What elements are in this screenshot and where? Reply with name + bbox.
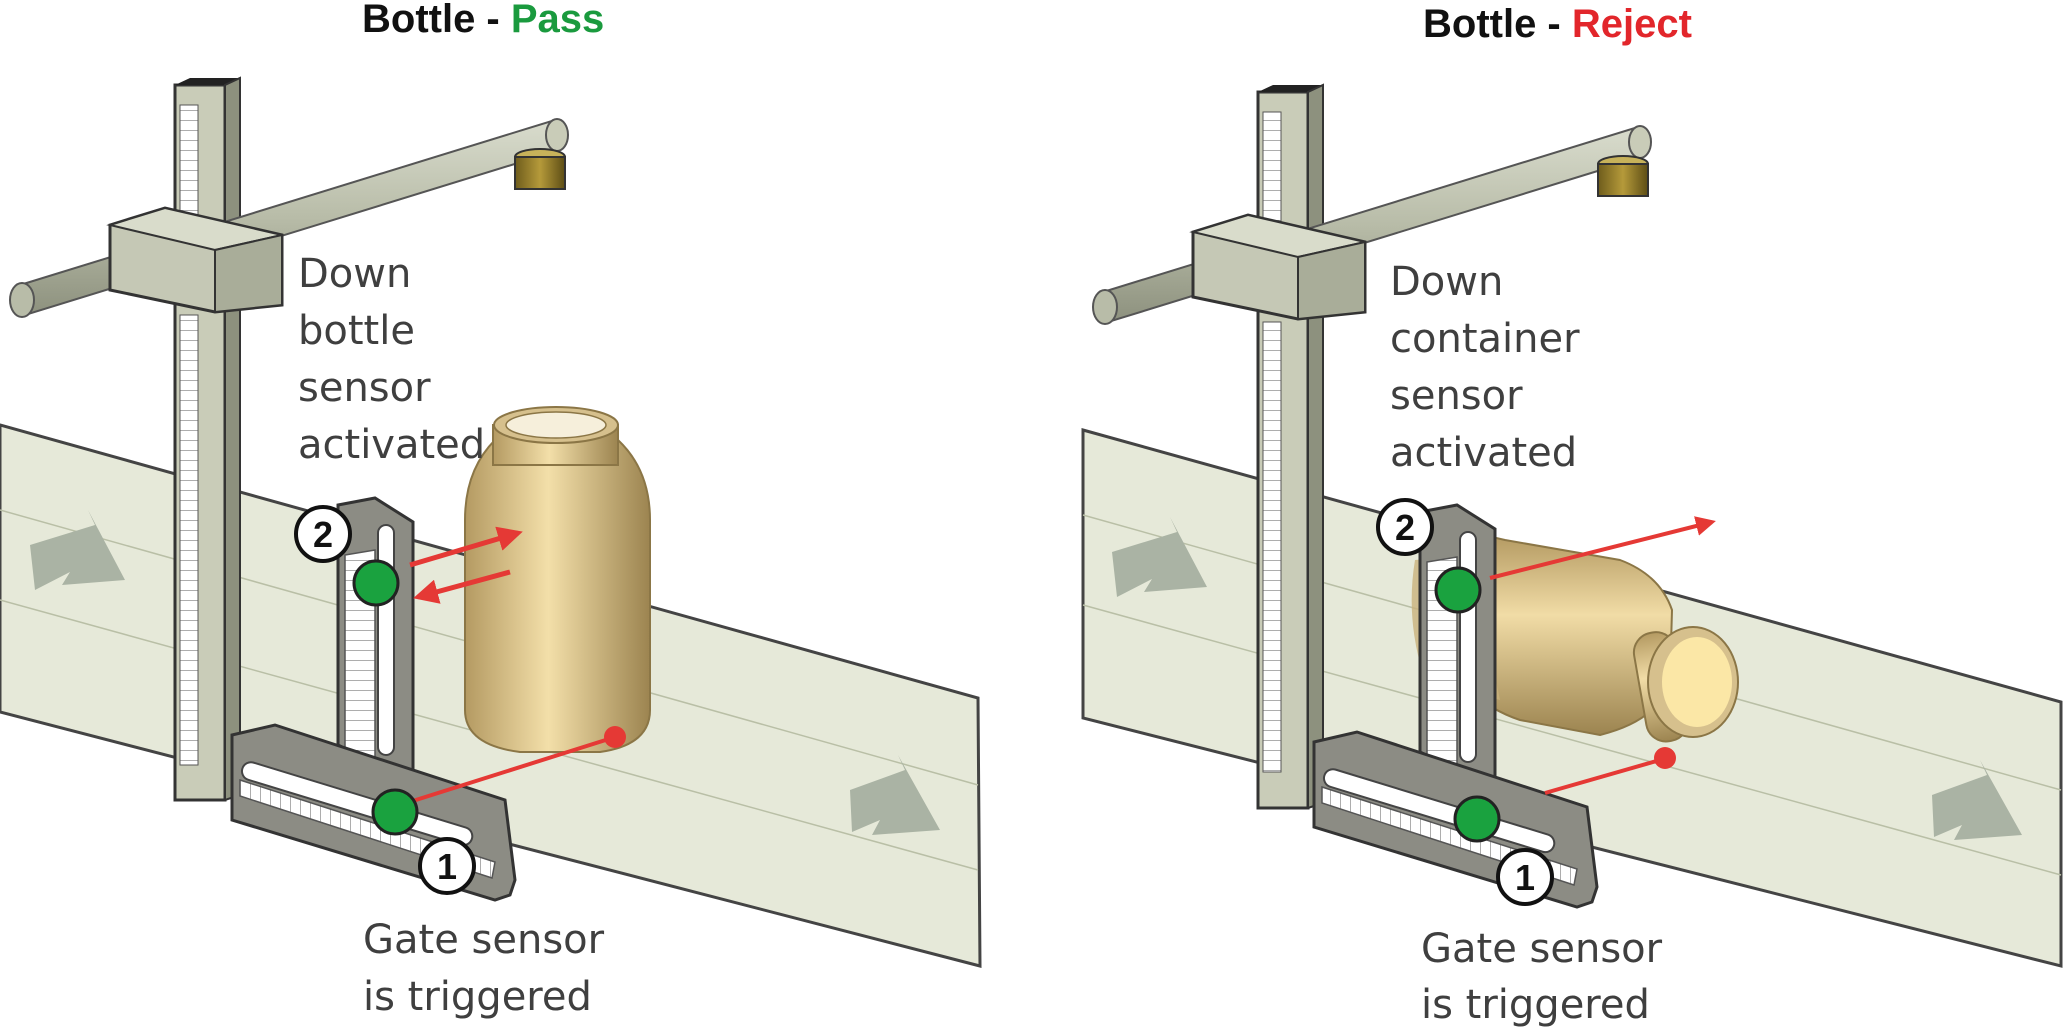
direction-arrow-icon	[1932, 760, 2022, 840]
gate-sensor-label: Gate sensor is triggered	[1421, 926, 1675, 1028]
direction-arrow-icon	[30, 510, 125, 590]
bottle-upright	[464, 406, 651, 753]
title-prefix: Bottle -	[362, 0, 511, 41]
down-sensor-icon	[1434, 566, 1482, 614]
beam-outgoing	[1489, 516, 1716, 580]
gate-sensor-label: Gate sensor is triggered	[363, 917, 617, 1020]
beam-reflector	[604, 726, 626, 748]
gate-beam	[399, 736, 613, 807]
overhead-rod	[1101, 125, 1645, 324]
panel-title: Bottle - Reject	[1423, 2, 1692, 46]
marker-2-label: 2	[313, 514, 333, 555]
panel-reject: Bottle - Reject	[1081, 2, 2063, 1028]
title-status-reject: Reject	[1572, 2, 1692, 46]
marker-2: 2	[294, 505, 352, 563]
marker-1-label: 1	[437, 846, 457, 887]
marker-1: 1	[1496, 848, 1554, 906]
down-sensor-label: Down bottle sensor activated	[298, 251, 485, 468]
gate-beam	[1544, 758, 1661, 795]
title-prefix: Bottle -	[1423, 2, 1572, 46]
panel-pass: Bottle - Pass	[0, 0, 982, 1020]
marker-1: 1	[418, 837, 476, 895]
direction-arrow-icon	[850, 755, 940, 835]
overhead-rod	[18, 118, 562, 317]
marker-2: 2	[1376, 498, 1434, 556]
down-sensor-icon	[352, 559, 400, 607]
title-status-pass: Pass	[511, 0, 604, 41]
marker-1-label: 1	[1515, 857, 1535, 898]
beam-outgoing	[409, 526, 523, 568]
marker-2-label: 2	[1395, 507, 1415, 548]
beam-reflector	[1654, 747, 1676, 769]
beam-reflected	[413, 569, 511, 604]
gate-sensor-icon	[1453, 795, 1501, 843]
gate-sensor-icon	[371, 788, 419, 836]
direction-arrow-icon	[1112, 517, 1207, 597]
panel-title: Bottle - Pass	[362, 0, 604, 41]
down-sensor-label: Down container sensor activated	[1390, 259, 1592, 476]
